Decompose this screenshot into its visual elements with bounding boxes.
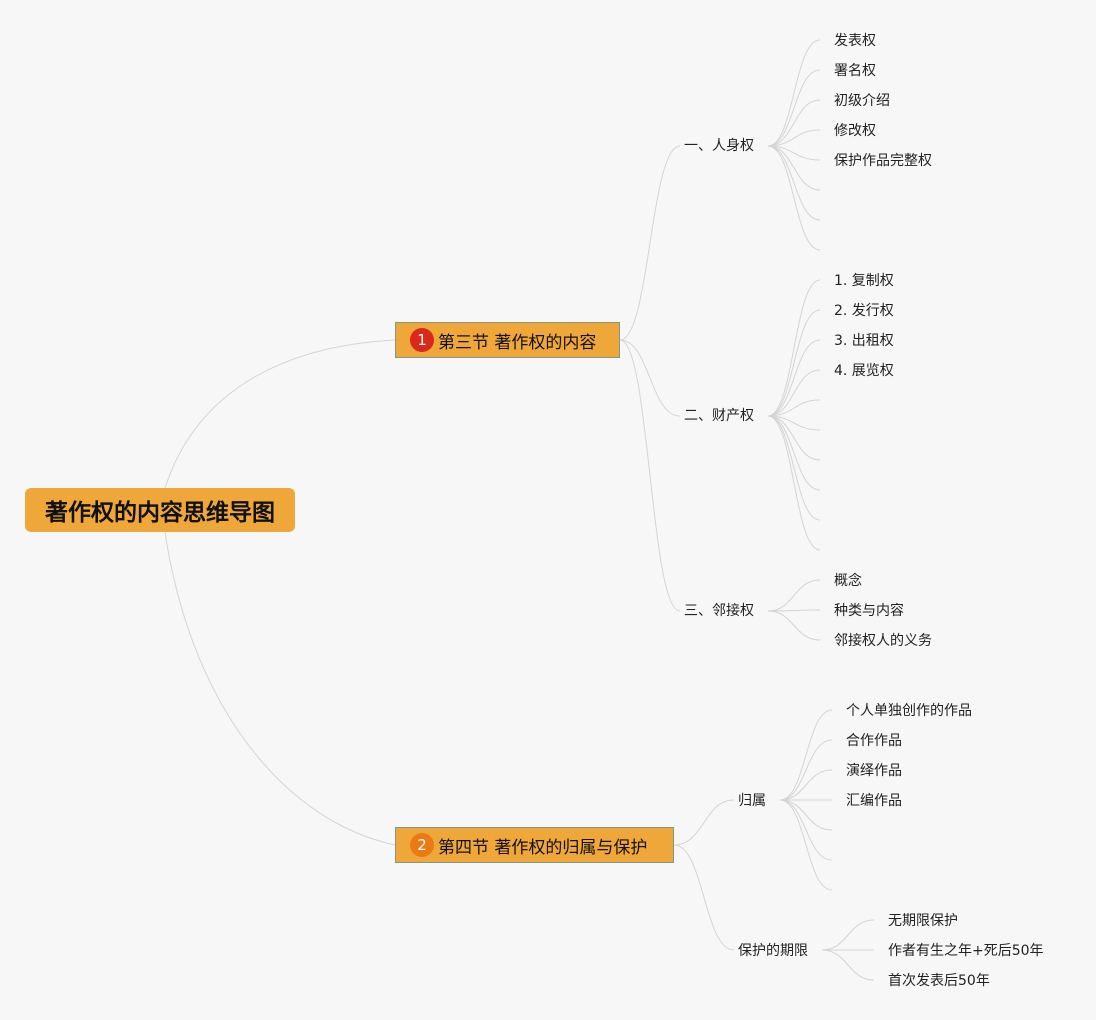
connector-line — [767, 279, 821, 417]
section-node-2[interactable]: 2 第四节 著作权的归属与保护 — [395, 827, 674, 863]
connector-line — [821, 919, 875, 951]
leaf-node[interactable]: 概念 — [834, 573, 862, 589]
connector-line — [673, 799, 735, 846]
connector-line — [619, 339, 681, 417]
branch-protection-period[interactable]: 保护的期限 — [738, 943, 808, 959]
leaf-node[interactable]: 种类与内容 — [834, 603, 904, 619]
connector-line — [767, 399, 821, 417]
branch-property-rights[interactable]: 二、财产权 — [684, 408, 754, 424]
section-number-badge-2: 2 — [410, 833, 434, 857]
connector-line — [767, 145, 821, 221]
leaf-node[interactable]: 汇编作品 — [846, 793, 902, 809]
leaf-node[interactable]: 4. 展览权 — [834, 363, 894, 379]
connector-line — [767, 129, 821, 147]
leaf-node[interactable]: 初级介绍 — [834, 93, 890, 109]
connector-line — [779, 739, 833, 801]
connector-line — [779, 709, 833, 801]
connector-line — [767, 609, 821, 612]
connector-line — [619, 145, 681, 341]
section-number-badge-1: 1 — [410, 328, 434, 352]
connector-line — [767, 145, 821, 191]
section-node-1[interactable]: 1 第三节 著作权的内容 — [395, 322, 620, 358]
connector-line — [779, 799, 833, 891]
connector-line — [767, 369, 821, 417]
connector-line — [164, 531, 396, 846]
leaf-node[interactable]: 修改权 — [834, 123, 876, 139]
section-label-2: 第四节 著作权的归属与保护 — [438, 837, 648, 858]
connector-line — [767, 415, 821, 521]
leaf-node[interactable]: 个人单独创作的作品 — [846, 703, 972, 719]
connector-line — [767, 415, 821, 431]
connector-line — [779, 769, 833, 801]
leaf-node[interactable]: 保护作品完整权 — [834, 153, 932, 169]
branch-neighboring-rights[interactable]: 三、邻接权 — [684, 603, 754, 619]
branch-personal-rights[interactable]: 一、人身权 — [684, 138, 754, 154]
leaf-node[interactable]: 3. 出租权 — [834, 333, 894, 349]
leaf-node[interactable]: 作者有生之年+死后50年 — [888, 943, 1044, 959]
connector-line — [767, 415, 821, 551]
branch-ownership[interactable]: 归属 — [738, 793, 766, 809]
root-node[interactable]: 著作权的内容思维导图 — [25, 488, 295, 532]
connector-line — [767, 99, 821, 147]
connector-line — [767, 309, 821, 417]
leaf-node[interactable]: 署名权 — [834, 63, 876, 79]
leaf-node[interactable]: 无期限保护 — [888, 913, 958, 929]
section-label-1: 第三节 著作权的内容 — [438, 332, 597, 353]
connector-line — [767, 39, 821, 147]
connector-line — [767, 579, 821, 612]
connector-line — [767, 339, 821, 417]
connector-line — [779, 799, 833, 861]
leaf-node[interactable]: 首次发表后50年 — [888, 973, 990, 989]
leaf-node[interactable]: 发表权 — [834, 33, 876, 49]
connector-line — [164, 339, 396, 489]
leaf-node[interactable]: 邻接权人的义务 — [834, 633, 932, 649]
connector-line — [767, 610, 821, 641]
connector-line — [767, 145, 821, 161]
leaf-node[interactable]: 合作作品 — [846, 733, 902, 749]
connector-line — [767, 415, 821, 461]
leaf-node[interactable]: 演绎作品 — [846, 763, 902, 779]
connector-line — [619, 339, 681, 612]
connector-line — [767, 69, 821, 147]
connector-line — [767, 415, 821, 491]
connector-line — [767, 145, 821, 251]
connector-line — [779, 799, 833, 831]
connector-line — [673, 844, 735, 951]
connector-line — [821, 949, 875, 981]
leaf-node[interactable]: 2. 发行权 — [834, 303, 894, 319]
leaf-node[interactable]: 1. 复制权 — [834, 273, 894, 289]
